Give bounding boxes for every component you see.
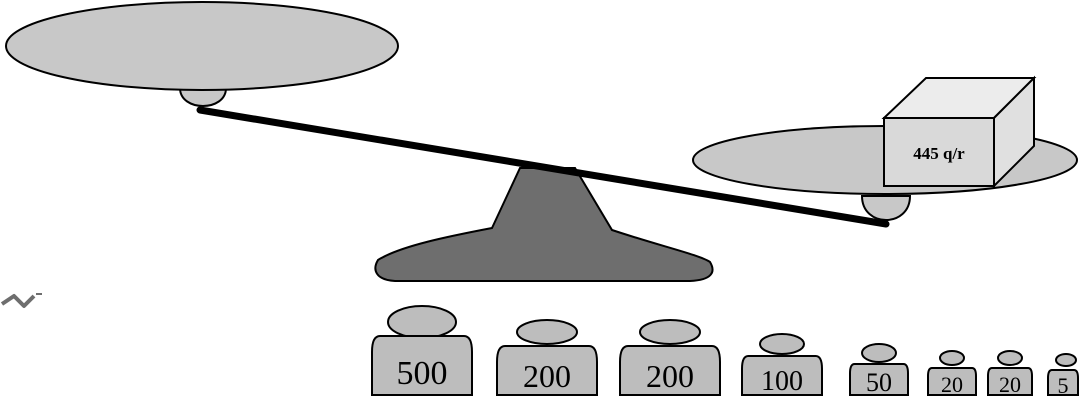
weight-3: 200 [619, 319, 721, 396]
object-weight-label: 445 q/r [913, 144, 965, 163]
weight-5: 50 [849, 343, 909, 396]
object-box: 445 q/r [881, 75, 1037, 189]
scale-beam [196, 106, 890, 228]
weight-body [371, 335, 473, 396]
weight-8: 5 [1047, 353, 1079, 396]
weight-knob [387, 305, 457, 339]
weight-body [987, 367, 1033, 396]
weight-body [741, 355, 823, 396]
weight-body [619, 345, 721, 396]
squiggle-mark [0, 294, 36, 308]
right-pan-pivot [860, 195, 912, 221]
weight-knob [939, 350, 965, 366]
weight-7: 20 [987, 350, 1033, 396]
weight-label: 50 [866, 368, 892, 396]
weight-label: 20 [999, 372, 1021, 396]
weight-label: 200 [523, 358, 571, 394]
weight-2: 200 [496, 319, 598, 396]
weights-row: 500 200 200 100 50 20 20 5 [371, 305, 1079, 396]
object-box-front [883, 117, 995, 187]
weight-knob [997, 350, 1023, 366]
weight-6: 20 [927, 350, 977, 396]
weight-body [1047, 369, 1079, 396]
weight-label: 5 [1058, 373, 1069, 396]
weight-body [927, 367, 977, 396]
scale-stand [374, 167, 714, 282]
weight-4: 100 [741, 333, 823, 396]
weight-knob [1055, 353, 1077, 367]
weight-label: 100 [761, 366, 803, 396]
weight-body [849, 363, 909, 396]
weight-knob [516, 319, 578, 345]
weight-knob [759, 333, 805, 355]
weight-body [496, 345, 598, 396]
weight-label: 500 [397, 355, 448, 392]
weight-knob [639, 319, 701, 345]
weight-1: 500 [371, 305, 473, 396]
weight-label: 200 [646, 358, 694, 394]
left-pan [5, 1, 399, 91]
weight-label: 20 [941, 372, 963, 396]
weight-knob [861, 343, 897, 363]
